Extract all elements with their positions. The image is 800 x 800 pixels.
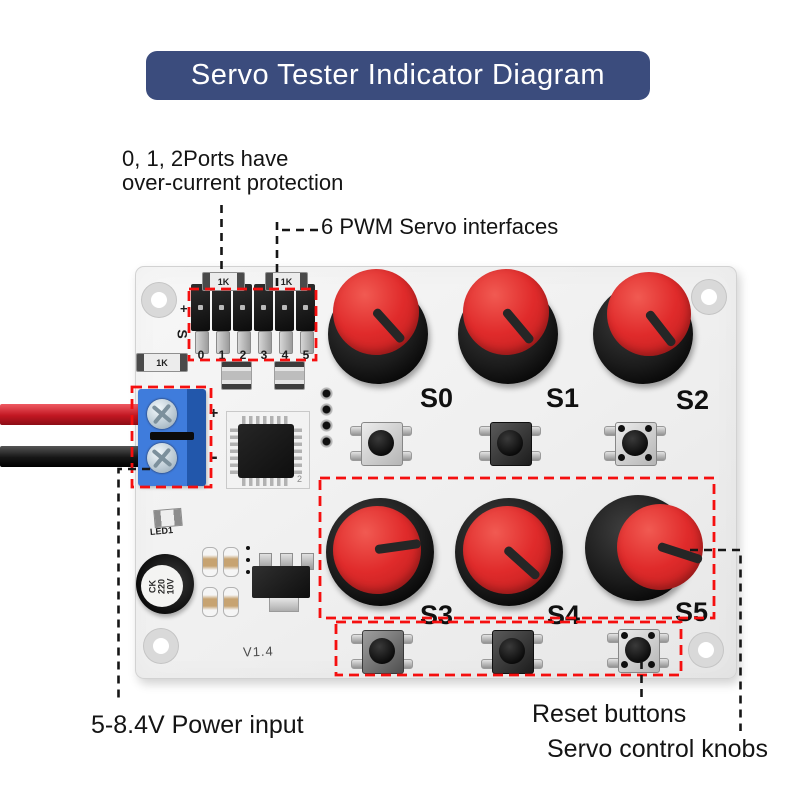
smd-resistor-array (221, 361, 252, 390)
annotation-power-input: 5-8.4V Power input (91, 711, 304, 739)
annotation-overcurrent-line1: 0, 1, 2Ports have (122, 146, 289, 171)
header-pin-hole (282, 305, 287, 310)
header-pin-label-3: 3 (260, 348, 268, 362)
knob-label-s0: S0 (420, 383, 454, 413)
resistor-label: 1K (156, 357, 168, 368)
header-pin-label-4: 4 (281, 348, 289, 362)
silk-dot (246, 546, 250, 550)
knob-label-s3: S3 (420, 600, 454, 630)
header-pin-hole (303, 305, 308, 310)
mounting-hole-top-left (142, 283, 176, 317)
led-silk-label: LED1 (149, 525, 174, 537)
terminal-screw (147, 399, 177, 429)
mcu-pins-top (242, 416, 290, 425)
solder-pad (320, 419, 333, 432)
solder-pad (320, 403, 333, 416)
title-banner: Servo Tester Indicator Diagram (146, 51, 650, 100)
tactile-button (479, 420, 541, 466)
voltage-regulator (252, 566, 310, 598)
capacitor-top: CK 220 10V (141, 565, 183, 607)
knob-label-s2: S2 (676, 385, 710, 415)
header-plus-silk: + (180, 301, 188, 316)
header-pin-hole (198, 305, 203, 310)
annotation-pwm: 6 PWM Servo interfaces (321, 214, 559, 239)
annotation-overcurrent: 0, 1, 2Ports have over-current protectio… (122, 147, 343, 195)
servo-header-connector (296, 284, 315, 331)
mcu-pins-bottom (242, 477, 290, 486)
chip-mark: 2 (297, 474, 303, 484)
capacitor-label-line3: 10V (165, 577, 176, 595)
knob-label-s5: S5 (675, 597, 709, 627)
silk-dot (246, 570, 250, 574)
header-pin-hole (219, 305, 224, 310)
mounting-hole-top-right (692, 280, 726, 314)
annotation-overcurrent-line2: over-current protection (122, 170, 344, 195)
power-wire-black (0, 446, 148, 467)
reset-button (351, 628, 413, 674)
silk-dot (246, 558, 250, 562)
knob-label-s1: S1 (546, 383, 580, 413)
solder-pad (320, 435, 333, 448)
servo-header-connector (233, 284, 252, 331)
mcu-pins-right (293, 428, 302, 474)
mounting-hole-bottom-right (689, 633, 723, 667)
header-pin-label-2: 2 (239, 348, 247, 362)
board-version-silk: V1.4 (242, 643, 275, 660)
resistor-1k: 1K (265, 272, 308, 291)
terminal-minus-silk: - (211, 446, 218, 468)
page-title: Servo Tester Indicator Diagram (190, 59, 606, 91)
mcu-pins-left (230, 428, 239, 474)
reset-button (481, 628, 543, 674)
header-pin-label-0: 0 (197, 348, 205, 362)
mcu-chip (238, 424, 294, 478)
mcu-silkscreen-outline (226, 411, 310, 489)
regulator-tab (269, 597, 299, 612)
annotation-servo-knobs: Servo control knobs (547, 735, 768, 763)
header-pin-hole (261, 305, 266, 310)
header-pin-hole (240, 305, 245, 310)
servo-header-connector (275, 284, 294, 331)
resistor-label: 1K (217, 276, 230, 287)
resistor-label: 1K (280, 276, 293, 287)
smd-resistor (223, 547, 239, 577)
tactile-button (350, 420, 412, 466)
smd-resistor (202, 547, 218, 577)
mounting-hole-bottom-left (144, 629, 178, 663)
tactile-button (604, 420, 666, 466)
resistor-1k: 1K (202, 272, 245, 291)
terminal-screw (147, 443, 177, 473)
annotation-reset-buttons: Reset buttons (532, 700, 687, 728)
reset-button (607, 627, 669, 673)
header-pin-label-1: 1 (218, 348, 226, 362)
terminal-plus-silk: + (209, 405, 219, 422)
power-wire-red (0, 404, 148, 425)
smd-resistor (202, 587, 218, 617)
resistor-1k: 1K (136, 353, 188, 372)
servo-header-connector (254, 284, 273, 331)
header-signal-silk: S (174, 329, 191, 339)
smd-resistor (223, 587, 239, 617)
smd-resistor-array (274, 361, 305, 390)
servo-header-connector (191, 284, 210, 331)
header-pin-label-5: 5 (302, 348, 310, 362)
knob-label-s4: S4 (547, 600, 581, 630)
solder-pad (320, 387, 333, 400)
servo-header-connector (212, 284, 231, 331)
terminal-divider (150, 432, 194, 440)
